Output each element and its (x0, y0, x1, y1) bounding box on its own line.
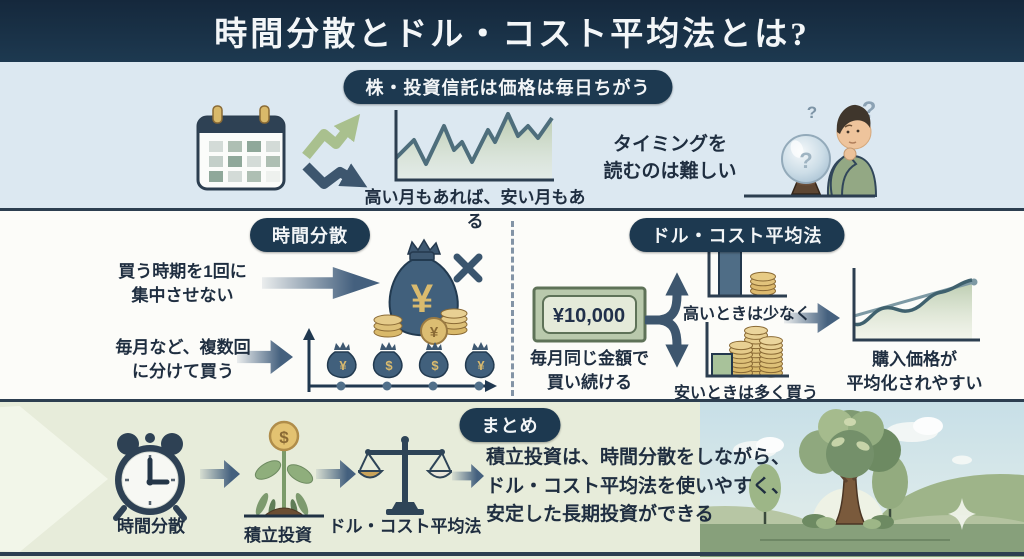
alarm-clock-icon (113, 433, 187, 521)
svg-text:$: $ (431, 358, 439, 373)
section-methods: 時間分散 買う時期を1回に 集中させない ¥ ¥ 毎月など、複数回 に分けて買う (0, 211, 1024, 402)
small-money-bag-icon: ¥ (464, 342, 495, 379)
chart-caption: 高い月もあれば、安い月もある (364, 188, 586, 232)
summary-badge: まとめ (459, 408, 561, 442)
x-mark-icon (453, 253, 483, 283)
high-price-chart (707, 242, 787, 298)
crystal-ball-person-illustration: ? ? ? (744, 97, 877, 198)
yen-symbol: ¥ (411, 277, 434, 321)
low-price-chart (705, 322, 789, 378)
summary-arrow-background (0, 406, 108, 552)
time-diversification-badge: 時間分散 (250, 218, 370, 252)
section-summary: まとめ 時間分散 $ 積立投資 (0, 402, 1024, 559)
branch-arrows-icon (645, 272, 689, 368)
right-arrow-icon (262, 267, 380, 299)
price-fluctuation-chart (394, 110, 554, 182)
bush-icon (802, 514, 894, 529)
step-label: 時間分散 (117, 517, 185, 536)
page-title: 時間分散とドル・コスト平均法とは? (214, 17, 810, 53)
bill-value: ¥10,000 (553, 305, 625, 327)
monthly-purchase-timeline: ¥ $ $ ¥ (303, 328, 497, 392)
banknote-icon: ¥10,000 (532, 286, 647, 343)
averaging-chart (852, 268, 980, 342)
dollar-symbol: $ (279, 428, 289, 447)
bottom-line (0, 552, 1024, 556)
coin-stack-icon (373, 308, 468, 338)
bill-caption: 毎月同じ金額で 買い続ける (530, 349, 649, 393)
question-mark-icon: ? (807, 103, 817, 122)
growth-landscape-illustration (700, 402, 1024, 557)
point-split: 毎月など、複数回 に分けて買う (115, 338, 251, 382)
balance-scale-icon (358, 436, 452, 515)
coin-icon: ¥ (420, 317, 448, 345)
dca-result: 購入価格が 平均化されやすい (846, 350, 983, 394)
summary-text: 積立投資は、時間分散をしながら、 ドル・コスト平均法を使いやすく、 安定した長期… (486, 447, 791, 525)
trend-arrows-icon (302, 113, 368, 189)
small-money-bag-icon: $ (372, 342, 403, 379)
small-money-bag-icon: ¥ (326, 342, 357, 379)
money-bag-icon: ¥ ¥ (373, 238, 468, 345)
thinking-person-icon (826, 104, 877, 197)
big-tree-icon (799, 409, 901, 525)
header-bar: 時間分散とドル・コスト平均法とは? (0, 0, 1024, 62)
seedling-investment-icon: $ (244, 420, 324, 518)
section-badge: 株・投資信託は価格は毎日ちがう (343, 70, 673, 104)
calendar-grid (209, 141, 280, 182)
trend-up-arrow-icon (302, 113, 361, 160)
small-tree-icon (749, 464, 781, 524)
step-label: 積立投資 (244, 526, 312, 545)
column-divider (511, 221, 514, 396)
high-label: 高いときは少なく (682, 306, 811, 323)
section-daily-price: 株・投資信託は価格は毎日ちがう 高い月もあれば、安い月もある タイミングを 読 (0, 62, 1024, 231)
section-divider (0, 208, 1024, 211)
question-mark-icon: ? (799, 148, 812, 173)
cloud-icon (733, 417, 972, 465)
calendar-icon (196, 105, 286, 191)
sparkle-icon (948, 498, 976, 530)
section-divider (0, 399, 1024, 402)
svg-text:$: $ (385, 358, 393, 373)
point-concentrate: 買う時期を1回に 集中させない (118, 262, 247, 306)
crystal-ball-icon: ? (781, 134, 831, 195)
svg-text:¥: ¥ (339, 358, 347, 373)
right-arrow-icon (200, 460, 240, 488)
small-money-bag-icon: $ (418, 342, 449, 379)
coin-stack-icon (729, 325, 783, 378)
right-arrow-icon (452, 464, 484, 488)
low-label: 安いときは多く買う (673, 385, 818, 402)
timing-note: タイミングを 読むのは難しい (603, 134, 737, 182)
svg-text:¥: ¥ (477, 358, 485, 373)
trend-down-arrow-icon (302, 162, 368, 189)
step-label: ドル・コスト平均法 (328, 517, 482, 536)
dca-badge: ドル・コスト平均法 (629, 218, 845, 252)
svg-text:¥: ¥ (430, 324, 439, 341)
